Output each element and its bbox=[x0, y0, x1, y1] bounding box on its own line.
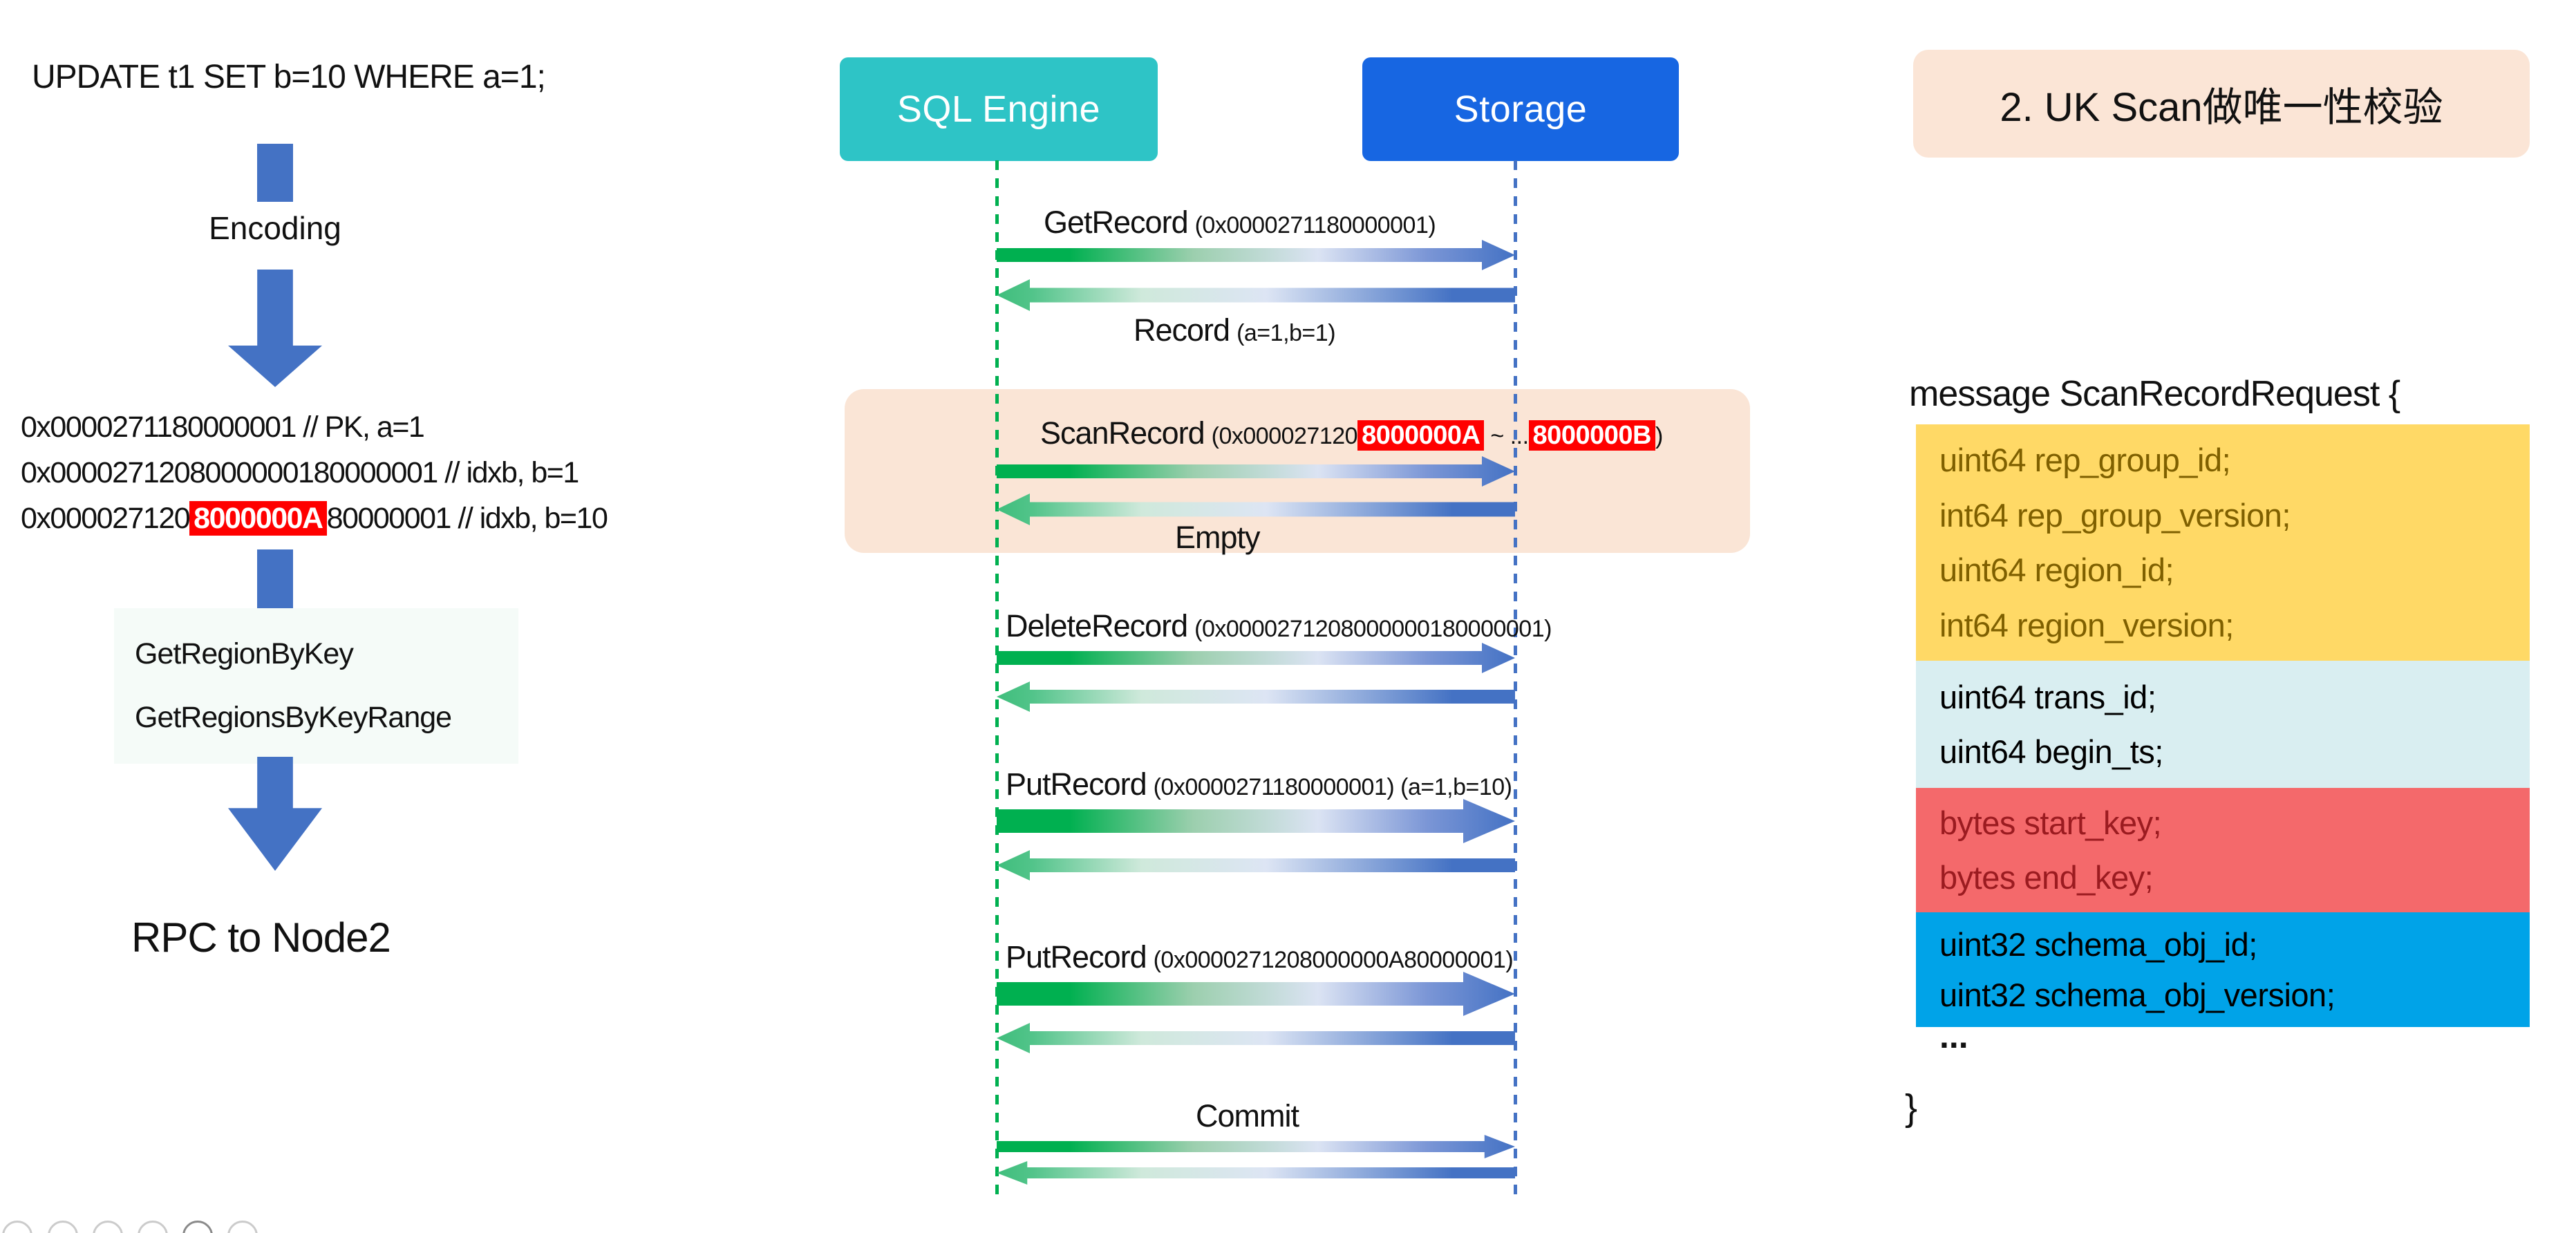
field-group-transaction: uint64 trans_id; uint64 begin_ts; bbox=[1916, 661, 2530, 788]
encoding-arrow-tail bbox=[257, 144, 293, 202]
proto-field: uint64 region_id; bbox=[1939, 552, 2174, 589]
proto-field: uint64 trans_id; bbox=[1939, 678, 2156, 715]
proto-field: uint32 schema_obj_id; bbox=[1939, 925, 2257, 963]
storage-lifeline bbox=[1514, 160, 1517, 1203]
proto-field: uint64 rep_group_id; bbox=[1939, 442, 2231, 479]
encoded-keys-block: 0x0000271180000001 // PK, a=1 0x00002712… bbox=[21, 404, 608, 541]
proto-field: int64 rep_group_version; bbox=[1939, 496, 2291, 534]
commit-request-arrow bbox=[997, 1135, 1515, 1158]
deleterecord-reply-arrow bbox=[997, 681, 1515, 712]
encoded-key-line: 0x0000271180000001 // PK, a=1 bbox=[21, 411, 425, 444]
uk-scan-title-box: 2. UK Scan做唯一性校验 bbox=[1913, 50, 2530, 158]
actor-sql-engine: SQL Engine bbox=[840, 57, 1158, 161]
reply-label-record: Record(a=1,b=1) bbox=[1134, 312, 1336, 348]
proto-field: bytes end_key; bbox=[1939, 858, 2154, 896]
eye-icon[interactable] bbox=[138, 1221, 168, 1233]
actor-storage: Storage bbox=[1362, 57, 1679, 161]
proto-field: uint64 begin_ts; bbox=[1939, 733, 2163, 771]
getrecord-request-arrow bbox=[997, 240, 1515, 270]
proto-field: int64 region_version; bbox=[1939, 606, 2234, 643]
putrecord-idx-request-arrow bbox=[997, 972, 1515, 1016]
scan-start-key-highlight: 8000000A bbox=[1357, 420, 1485, 451]
pen-icon[interactable] bbox=[48, 1221, 78, 1233]
rpc-to-node2-label: RPC to Node2 bbox=[131, 914, 391, 961]
circle-icon[interactable] bbox=[227, 1221, 258, 1233]
sql-statement-text: UPDATE t1 SET b=10 WHERE a=1; bbox=[32, 59, 546, 95]
deleterecord-request-arrow bbox=[997, 643, 1515, 673]
proto-closing-brace: } bbox=[1905, 1087, 1918, 1129]
region-lookup-box: GetRegionByKey GetRegionsByKeyRange bbox=[114, 608, 518, 764]
message-label-deleterecord: DeleteRecord(0x0000271208000000180000001… bbox=[1006, 608, 1552, 643]
region-lookup-line: GetRegionByKey bbox=[135, 637, 354, 671]
getrecord-reply-arrow bbox=[997, 279, 1515, 311]
region-lookup-line: GetRegionsByKeyRange bbox=[135, 700, 452, 734]
putrecord-pk-request-arrow bbox=[997, 799, 1515, 843]
message-label-getrecord: GetRecord(0x0000271180000001) bbox=[1044, 205, 1436, 240]
encoding-down-arrow-icon bbox=[228, 270, 322, 387]
region-arrow-tail bbox=[257, 549, 293, 612]
sql-engine-lifeline bbox=[995, 160, 999, 1203]
message-label-putrecord-idx: PutRecord(0x0000271208000000A80000001) bbox=[1006, 939, 1514, 975]
scan-end-key-highlight: 8000000B bbox=[1528, 420, 1655, 451]
commit-reply-arrow bbox=[997, 1161, 1515, 1185]
uk-scan-title: 2. UK Scan做唯一性校验 bbox=[2000, 85, 2443, 130]
message-label-putrecord-pk: PutRecord(0x0000271180000001) (a=1,b=10) bbox=[1006, 766, 1512, 802]
field-group-key-range: bytes start_key; bytes end_key; bbox=[1916, 788, 2530, 912]
reply-label-empty: Empty bbox=[1175, 520, 1261, 555]
proto-field: bytes start_key; bbox=[1939, 804, 2162, 842]
pointer-icon[interactable] bbox=[2, 1221, 32, 1233]
circle-icon[interactable] bbox=[182, 1221, 213, 1233]
field-group-replication: uint64 rep_group_id; int64 rep_group_ver… bbox=[1916, 424, 2530, 661]
field-group-schema: uint32 schema_obj_id; uint32 schema_obj_… bbox=[1916, 912, 2530, 1027]
proto-message-header: message ScanRecordRequest { bbox=[1909, 374, 2400, 414]
encoding-label: Encoding bbox=[209, 210, 341, 246]
encoded-key-line: 0x0000271208000000180000001 // idxb, b=1 bbox=[21, 456, 579, 489]
grid-icon[interactable] bbox=[93, 1221, 123, 1233]
key-highlight: 8000000A bbox=[189, 501, 327, 536]
proto-field: uint32 schema_obj_version; bbox=[1939, 977, 2335, 1014]
putrecord-pk-reply-arrow bbox=[997, 850, 1515, 881]
proto-ellipsis: ... bbox=[1939, 1017, 1968, 1055]
putrecord-idx-reply-arrow bbox=[997, 1023, 1515, 1053]
message-label-commit: Commit bbox=[1196, 1098, 1299, 1133]
region-down-arrow-icon bbox=[228, 757, 322, 871]
